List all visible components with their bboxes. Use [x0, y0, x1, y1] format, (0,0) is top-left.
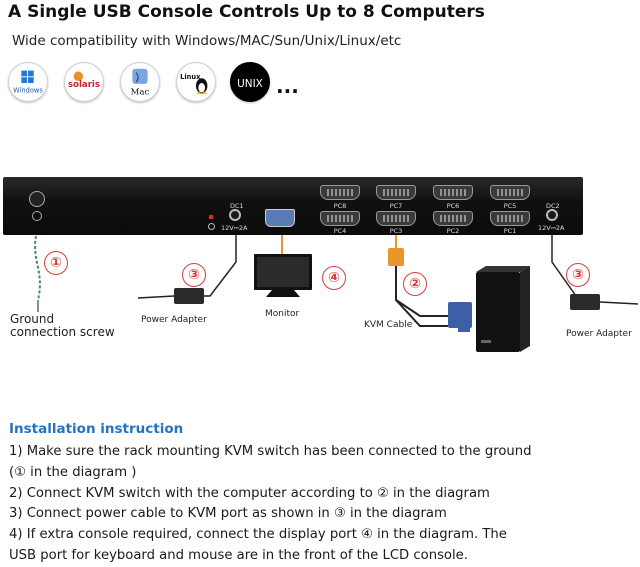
- mac-logo-icon: Mac: [120, 62, 160, 102]
- monitor-label: Monitor: [265, 309, 300, 319]
- computer-tower-icon: [476, 272, 520, 352]
- windows-logo-icon: Windows: [8, 62, 48, 102]
- kvm-cable-connector-icon: [388, 248, 404, 266]
- solaris-logo-text: solaris: [68, 80, 100, 90]
- port-pc1-label: PC1: [503, 227, 517, 235]
- port-pc2: [433, 211, 473, 226]
- monitor-vga-port: [265, 209, 295, 227]
- linux-logo-text: Linux: [180, 73, 201, 81]
- os-logo-row: Windows solaris Mac Linux UNIX ...: [8, 62, 308, 102]
- left-power-cable: [200, 230, 237, 297]
- installation-heading: Installation instruction: [9, 421, 184, 437]
- instruction-line: 1) Make sure the rack mounting KVM switc…: [9, 444, 532, 459]
- callout-power-right: ③: [566, 263, 590, 287]
- callout-power-left: ③: [182, 263, 206, 287]
- left-power-adapter-icon: [174, 288, 204, 304]
- kvm-switch-rear-panel: DC1 12V⎓2A PC8 PC7 PC6 PC5 PC4 PC3 PC2 P…: [3, 177, 583, 235]
- port-pc8-label: PC8: [333, 202, 347, 210]
- power-adapter-right-label: Power Adapter: [566, 329, 632, 339]
- port-pc5: [490, 185, 530, 200]
- port-pc3: [376, 211, 416, 226]
- port-pc2-label: PC2: [446, 227, 460, 235]
- port-pc4-label: PC4: [333, 227, 347, 235]
- power-adapter-left-label: Power Adapter: [141, 315, 207, 325]
- page-title: A Single USB Console Controls Up to 8 Co…: [8, 2, 485, 22]
- ground-label-line2: connection screw: [10, 325, 115, 339]
- ground-label-line1: Ground: [10, 312, 55, 326]
- reset-button[interactable]: [208, 223, 215, 230]
- dc2-voltage-label: 12V⎓2A: [538, 224, 565, 232]
- linux-logo-icon: Linux: [176, 62, 216, 102]
- installation-steps: 1) Make sure the rack mounting KVM switc…: [9, 442, 634, 567]
- kvm-cable-label: KVM Cable: [364, 320, 413, 330]
- ground-label: Ground connection screw: [10, 313, 115, 339]
- dc2-jack: [546, 209, 558, 221]
- callout-kvm-cable: ②: [403, 272, 427, 296]
- more-os-ellipsis: ...: [276, 74, 299, 98]
- port-pc7: [376, 185, 416, 200]
- unix-logo-icon: UNIX: [230, 62, 270, 102]
- connection-diagram: [34, 227, 639, 352]
- port-pc6: [433, 185, 473, 200]
- port-pc4: [320, 211, 360, 226]
- callout-monitor: ④: [322, 266, 346, 290]
- instruction-line: 3) Connect power cable to KVM port as sh…: [9, 506, 447, 522]
- callout-ground: ①: [44, 251, 68, 275]
- ground-wire: [34, 230, 41, 301]
- instruction-line: (① in the diagram ): [9, 464, 137, 480]
- dc1-voltage-label: 12V⎓2A: [221, 224, 248, 232]
- right-power-adapter-icon: [570, 294, 600, 310]
- dc1-jack: [229, 209, 241, 221]
- solaris-logo-icon: solaris: [64, 62, 104, 102]
- dc1-label: DC1: [230, 202, 244, 210]
- port-pc6-label: PC6: [446, 202, 460, 210]
- compatibility-subtitle: Wide compatibility with Windows/MAC/Sun/…: [12, 33, 402, 49]
- dc2-label: DC2: [546, 202, 560, 210]
- instruction-line: 2) Connect KVM switch with the computer …: [9, 485, 490, 501]
- port-pc3-label: PC3: [389, 227, 403, 235]
- instruction-line: 4) If extra console required, connect th…: [9, 527, 507, 543]
- instruction-line: USB port for keyboard and mouse are in t…: [9, 547, 468, 563]
- unix-logo-text: UNIX: [237, 78, 263, 90]
- vga-connector-icon: [448, 302, 472, 328]
- ground-screw-terminal-icon: [29, 191, 45, 207]
- port-pc1: [490, 211, 530, 226]
- port-pc8: [320, 185, 360, 200]
- windows-logo-text: Windows: [13, 86, 43, 94]
- port-pc7-label: PC7: [389, 202, 403, 210]
- mac-logo-text: Mac: [131, 87, 150, 97]
- power-led-icon: [209, 215, 213, 219]
- port-pc5-label: PC5: [503, 202, 517, 210]
- ground-symbol-icon: [32, 211, 42, 221]
- right-power-cable: [551, 230, 577, 297]
